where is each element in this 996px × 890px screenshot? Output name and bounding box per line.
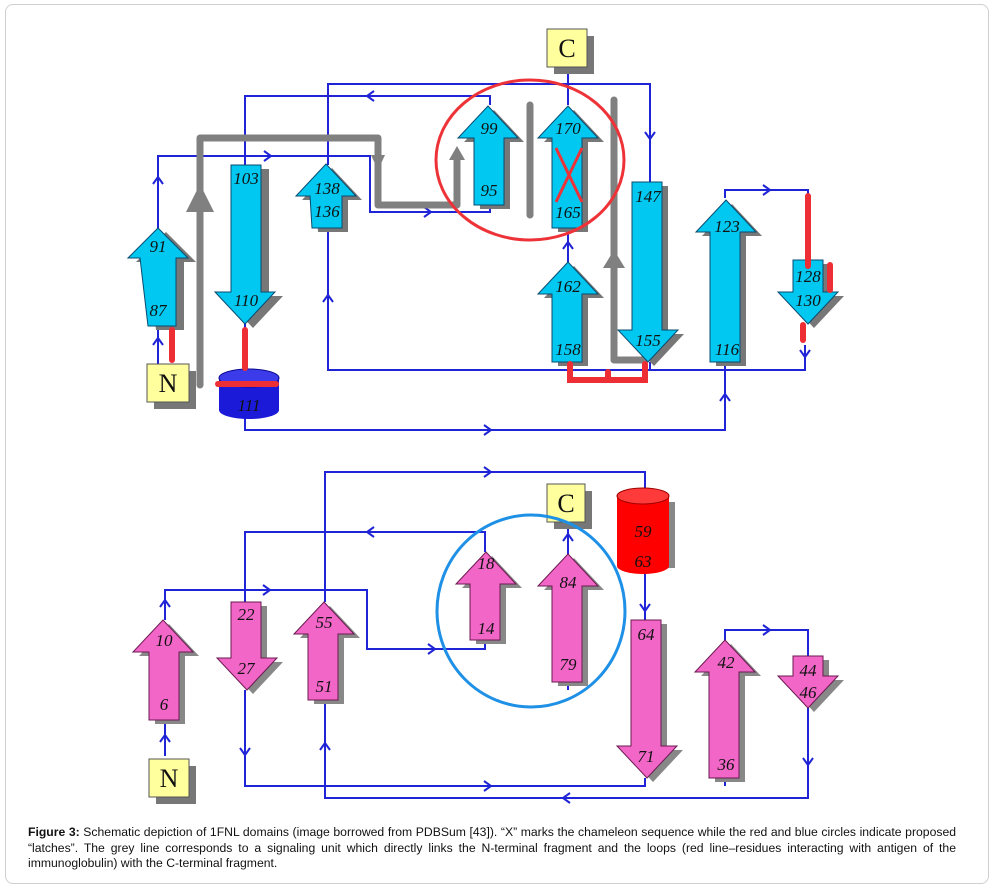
bottom-domain-loops [164,471,809,799]
n-terminus-label: N [159,369,178,398]
n-terminus-label: N [160,764,179,793]
blue-latch-circle [435,513,627,709]
strand-start-label: 64 [638,625,656,644]
signal-arrowhead [371,155,385,170]
bottom-n-terminus: N [148,758,196,804]
strand-start-label: 165 [555,203,581,222]
signaling-arrowheads [186,146,625,268]
strand-end-label: 91 [150,237,167,256]
top-loop-direction-marks [152,90,811,436]
red-latch-circle [434,78,626,242]
bottom-loop-direction-marks [159,466,814,804]
strand-end-label: 123 [714,217,740,236]
strand-14-18: 18 14 [454,551,522,644]
strand-end-label: 84 [560,573,578,592]
strand-95-99: 99 95 [456,105,524,209]
strand-end-label: 155 [635,331,661,350]
top-helix: 111 [218,368,280,419]
c-terminus-label: C [558,34,575,63]
strand-158-162: 162 158 [536,261,604,366]
topology-diagram: 91 87 103 110 138 136 99 95 170 [126,28,844,804]
top-c-terminus: C [546,28,594,74]
strand-36-42: 42 36 [693,639,761,782]
strand-87-91: 91 87 [126,227,196,330]
strand-147-155: 147 155 [616,181,684,366]
figure-caption: Figure 3: Schematic depiction of 1FNL do… [28,825,956,872]
strand-start-label: 158 [555,340,581,359]
strand-end-label: 55 [316,613,333,632]
strand-end-label: 130 [795,291,821,310]
strand-start-label: 116 [715,340,740,359]
strand-end-label: 27 [238,659,257,678]
chameleon-x-mark [554,147,584,203]
strand-start-label: 136 [314,202,340,221]
c-terminus-label: C [557,489,574,518]
strand-end-label: 42 [718,653,736,672]
strand-start-label: 95 [481,181,498,200]
strand-22-27: 22 27 [215,601,283,694]
strand-end-label: 170 [555,119,581,138]
signal-arrowhead [449,146,465,160]
strand-44-46: 44 46 [776,655,844,712]
antigen-interacting-residues [169,193,833,387]
caption-text: Schematic depiction of 1FNL domains (ima… [28,825,956,870]
strand-start-label: 128 [795,267,821,286]
strand-end-label: 10 [156,631,174,650]
strand-6-10: 10 6 [131,619,199,724]
strand-51-55: 55 51 [292,601,360,704]
strand-136-138: 138 136 [294,163,362,232]
bottom-helix: 59 63 [616,487,675,574]
top-domain-strands: 91 87 103 110 138 136 99 95 170 [126,105,844,366]
strand-128-130: 128 130 [776,259,844,328]
strand-start-label: 79 [560,655,578,674]
strand-end-label: 71 [638,747,655,766]
strand-start-label: 6 [160,695,169,714]
strand-103-110: 103 110 [213,164,283,328]
helix-end-label: 63 [635,552,652,571]
strand-start-label: 147 [635,187,662,206]
strand-end-label: 99 [481,119,499,138]
strand-start-label: 36 [717,755,736,774]
strand-end-label: 110 [234,291,259,310]
strand-start-label: 44 [800,661,818,680]
signal-arrowhead [603,250,625,268]
caption-lead: Figure 3: [28,825,80,839]
top-n-terminus: N [146,363,196,409]
strand-start-label: 22 [238,605,256,624]
strand-end-label: 18 [478,554,496,573]
strand-79-84: 84 79 [536,553,604,686]
strand-end-label: 138 [314,179,340,198]
strand-start-label: 103 [233,169,259,188]
strand-start-label: 87 [150,301,169,320]
strand-64-71: 64 71 [615,619,683,782]
helix-label: 111 [238,396,261,415]
strand-end-label: 162 [555,277,581,296]
strand-end-label: 46 [800,683,818,702]
signal-arrowhead [186,184,214,212]
strand-start-label: 51 [316,677,333,696]
strand-start-label: 14 [478,619,496,638]
helix-start-label: 59 [635,522,653,541]
bottom-domain-strands: 10 6 22 27 55 51 18 14 84 79 [131,551,844,782]
strand-116-123: 123 116 [694,199,762,366]
strand-165-170: 170 165 [536,105,604,232]
